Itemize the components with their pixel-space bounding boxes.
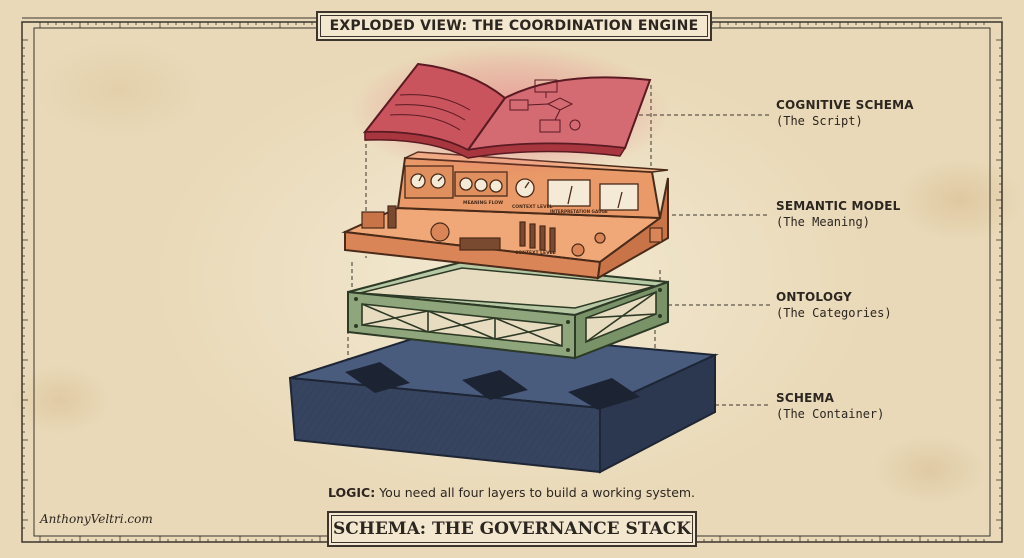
footer-title: SCHEMA: THE GOVERNANCE STACK: [332, 519, 692, 539]
footer-banner: SCHEMA: THE GOVERNANCE STACK: [327, 511, 697, 547]
page-title: EXPLODED VIEW: THE COORDINATION ENGINE: [329, 18, 699, 34]
layer-name: ONTOLOGY: [776, 290, 852, 304]
layer-label-cognitive-schema: COGNITIVE SCHEMA (The Script): [776, 98, 914, 128]
console-label-meaning-flow: MEANING FLOW: [463, 200, 503, 206]
layer-name: SCHEMA: [776, 391, 835, 405]
layer-name: COGNITIVE SCHEMA: [776, 98, 914, 112]
logic-label: LOGIC:: [328, 485, 376, 500]
layer-label-schema: SCHEMA (The Container): [776, 391, 884, 421]
author-signature: AnthonyVeltri.com: [40, 512, 153, 526]
layer-subtitle: (The Meaning): [776, 215, 870, 229]
cognitive-schema-book: [350, 44, 670, 180]
layer-subtitle: (The Script): [776, 114, 863, 128]
layer-subtitle: (The Container): [776, 407, 885, 421]
logic-text: You need all four layers to build a work…: [375, 485, 696, 500]
layer-subtitle: (The Categories): [776, 306, 892, 320]
layer-label-semantic-model: SEMANTIC MODEL (The Meaning): [776, 199, 901, 229]
console-label-interpretation-gauge: INTERPRETATION GAUGE: [550, 209, 608, 214]
layer-label-ontology: ONTOLOGY (The Categories): [776, 290, 892, 320]
ruler-ticks: [22, 22, 1002, 542]
layer-name: SEMANTIC MODEL: [776, 199, 901, 213]
console-label-context-level-2: CONTEXT LEVEL: [515, 250, 556, 256]
logic-caption: LOGIC: You need all four layers to build…: [328, 485, 748, 500]
schema-container-slab: [288, 328, 719, 474]
title-banner: EXPLODED VIEW: THE COORDINATION ENGINE: [316, 11, 712, 41]
console-label-context-level: CONTEXT LEVEL: [512, 204, 553, 210]
